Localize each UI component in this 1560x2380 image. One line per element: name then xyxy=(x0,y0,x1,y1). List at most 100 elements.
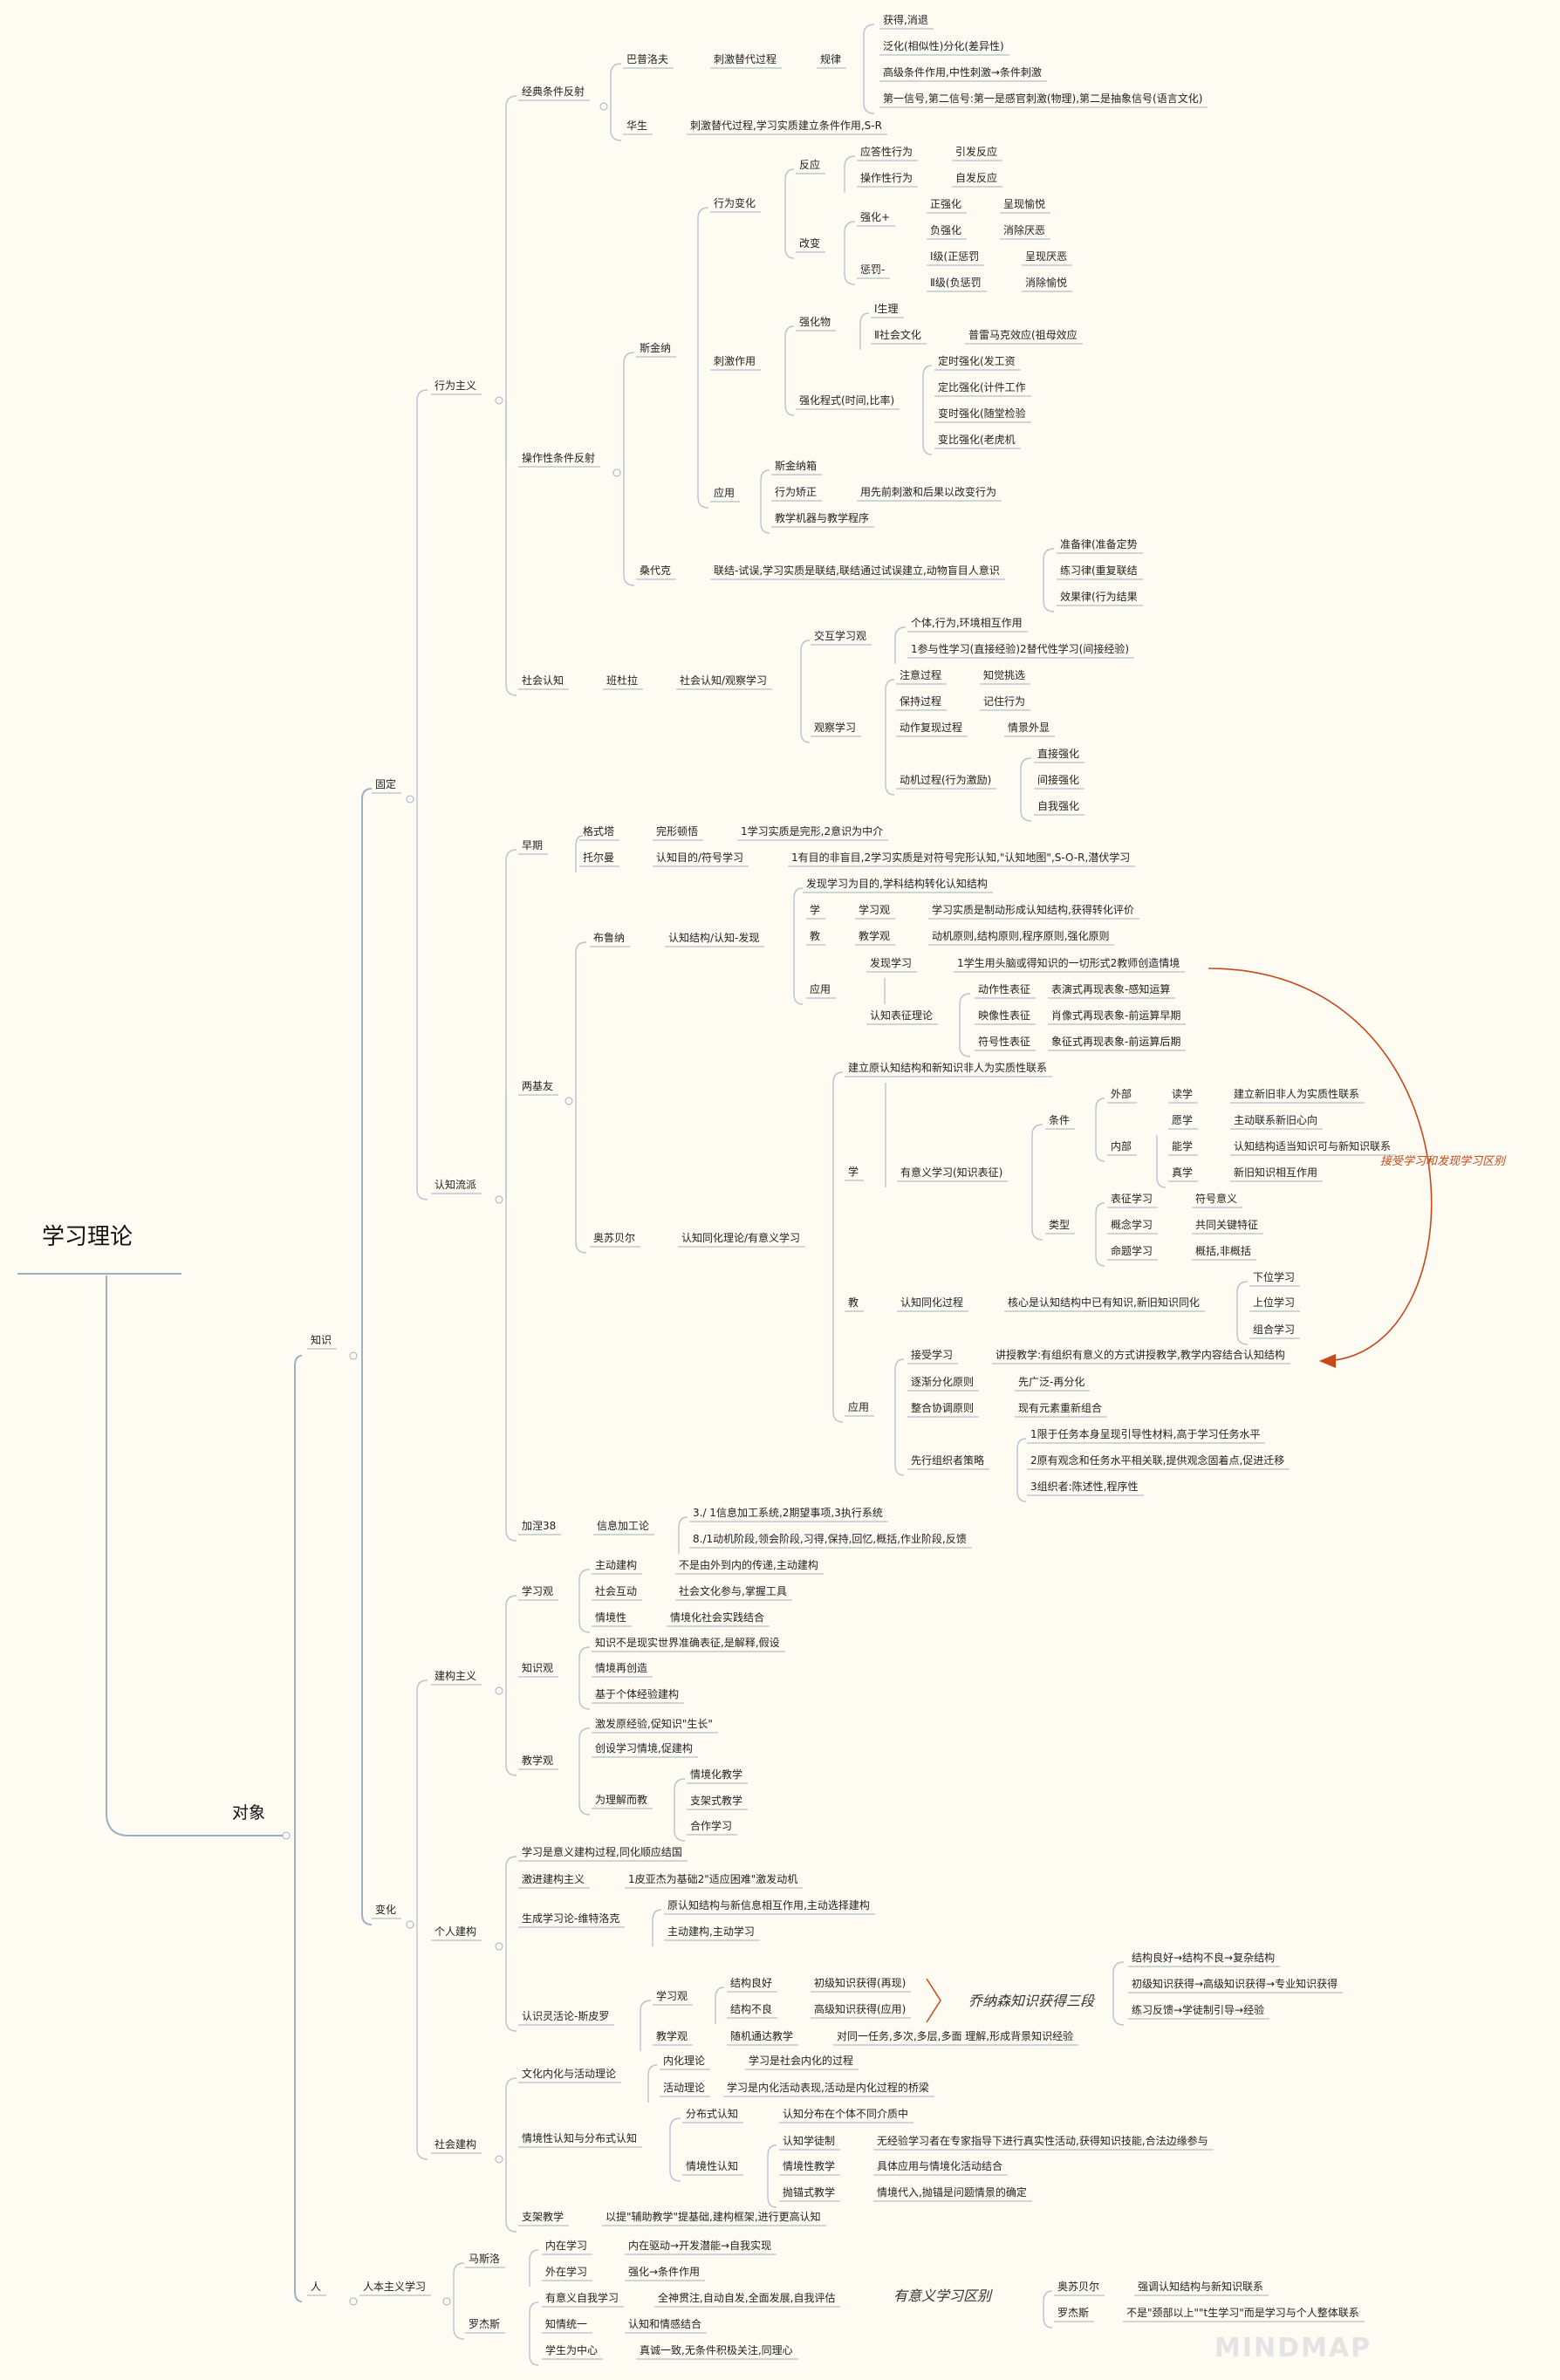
node-jiegoubuliang: 结构不良 xyxy=(730,2003,773,2015)
node-bushiyou: 不是由外到内的传递,主动建构 xyxy=(679,1559,818,1571)
node-ciji1: 刺激替代过程 xyxy=(714,53,777,65)
node-lianxi: 练习律(重复联结 xyxy=(1060,564,1138,577)
node-xianguangfan: 先广泛-再分化 xyxy=(1018,1376,1085,1388)
node-yiti: 以提"辅助教学"提基础,建构框架,进行更高认知 xyxy=(606,2211,821,2223)
node-xingwei: 行为主义 xyxy=(434,380,477,392)
node-jiyugeti: 基于个体经验建构 xyxy=(595,1688,680,1700)
node-huode: 获得,消退 xyxy=(883,14,928,26)
node-gaikuo: 概括,非概括 xyxy=(1195,1245,1251,1257)
node-weilijie: 为理解而教 xyxy=(595,1794,648,1806)
node-yingyong1: 应用 xyxy=(714,487,736,499)
node-shengcheng: 生成学习论-维特洛克 xyxy=(522,1912,620,1925)
node-dingshi: 定时强化(发工资 xyxy=(938,355,1016,367)
node-fanhua: 泛化(相似性)分化(差异性) xyxy=(883,40,1004,52)
node-jiaoxuejiqi: 教学机器与教学程序 xyxy=(775,512,870,524)
node-renzhixuetu: 认知学徒制 xyxy=(783,2135,836,2147)
node-underlines xyxy=(307,28,1396,2360)
node-zhijiashi: 支架式教学 xyxy=(690,1795,743,1807)
node-duitongyi: 对同一任务,多次,多层,多面 理解,形成背景知识经验 xyxy=(837,2030,1074,2042)
node-gesitaxue: 1学习实质是完形,2意识为中介 xyxy=(741,825,884,838)
node-zhenxue: 真学 xyxy=(1172,1166,1194,1179)
node-jianlixin: 建立新旧非人为实质性联系 xyxy=(1234,1088,1360,1100)
three-stages-bracket xyxy=(926,1978,941,2023)
node-tuoerman: 托尔曼 xyxy=(583,851,615,864)
node-waibu: 外部 xyxy=(1111,1088,1132,1100)
node-zhengqianghua: 正强化 xyxy=(930,198,962,210)
node-huodong: 活动理论 xyxy=(663,2082,706,2094)
node-aosubeier2: 奥苏贝尔 xyxy=(1057,2281,1100,2293)
root-title: 学习理论 xyxy=(42,1224,133,1250)
node-xue1: 学 xyxy=(810,904,821,916)
node-xuexiguan2: 学习观 xyxy=(656,1990,688,2002)
node-bulunna: 布鲁纳 xyxy=(593,932,626,944)
node-renzhibiaozheng: 认知表征理论 xyxy=(870,1009,934,1022)
node-shehuirenzhi: 社会认知 xyxy=(522,674,564,687)
node-guilv: 规律 xyxy=(820,53,842,65)
node-sangdaike: 桑代克 xyxy=(640,564,672,577)
main-branches xyxy=(17,788,373,2302)
node-chengxian: 呈现愉悦 xyxy=(1003,198,1046,210)
node-yingyong3: 应用 xyxy=(848,1401,870,1413)
node-jiaoxueguanb: 教学观 xyxy=(859,930,891,942)
node-dingbi: 定比强化(计件工作 xyxy=(938,381,1026,393)
node-zhijia: 支架教学 xyxy=(522,2211,564,2223)
node-gongtong: 共同关键特征 xyxy=(1195,1219,1259,1231)
node-sanzuzhi: 3组织者:陈述性,程序性 xyxy=(1030,1481,1139,1493)
node-tiaojian: 条件 xyxy=(1049,1114,1071,1126)
node-aosubeier: 奥苏贝尔 xyxy=(593,1232,636,1244)
node-zhishiguan: 知识观 xyxy=(522,1662,554,1674)
object-topic: 对象 xyxy=(232,1803,266,1823)
node-xuexishizhi: 学习实质是制动形成认知结构,获得转化评价 xyxy=(932,904,1134,916)
node-gaojizhishi: 高级知识获得(应用) xyxy=(814,2003,907,2015)
node-shehuiwenhua: 社会文化参与,掌握工具 xyxy=(679,1585,787,1597)
node-xinjiuxiang: 新旧知识相互作用 xyxy=(1234,1166,1318,1179)
node-zhudongjiangou2: 主动建构,主动学习 xyxy=(667,1925,755,1938)
node-xiangzhengshi: 象征式再现表象-前运算后期 xyxy=(1051,1036,1181,1048)
node-zhenghe: 整合协调原则 xyxy=(911,1402,975,1414)
node-yongxianqian: 用先前刺激和后果以改变行为 xyxy=(860,486,997,498)
node-qingjingjx: 情境性教学 xyxy=(783,2160,836,2172)
node-xinxijiagong: 信息加工论 xyxy=(597,1520,650,1532)
node-jiagai38: 加涅38 xyxy=(522,1520,557,1532)
node-jianli: 建立原认知结构和新知识非人为实质性联系 xyxy=(848,1062,1048,1074)
node-neizai: 内在学习 xyxy=(545,2240,588,2252)
node-renzhi: 认知流派 xyxy=(434,1179,477,1191)
node-jiao2: 教 xyxy=(848,1296,859,1309)
node-chengxianyan: 呈现厌恶 xyxy=(1025,250,1068,263)
node-qianghuazuoyong: 强化→条件作用 xyxy=(628,2266,701,2278)
node-shengli: Ⅰ生理 xyxy=(874,303,899,315)
node-jiaohu: 交互学习观 xyxy=(814,630,867,642)
node-renzhijiegoushi: 认知结构适当知识可与新知识联系 xyxy=(1234,1140,1392,1152)
node-luojiesi2: 罗杰斯 xyxy=(1057,2307,1090,2319)
node-jiyizhi: 记住行为 xyxy=(983,695,1026,708)
node-bianshi: 变时强化(随堂检验 xyxy=(938,407,1026,420)
sub-branches xyxy=(416,24,1249,2366)
node-lianjie: 联结-试误,学习实质是联结,联结通过试误建立,动物盲目人意识 xyxy=(714,564,1000,577)
node-qingjingdairu: 情境代入,抛锚是问题情景的确定 xyxy=(877,2186,1027,2199)
node-renzhilinghuo: 认识灵活论-斯皮罗 xyxy=(522,2010,610,2022)
node-qingjinghuajx: 情境化教学 xyxy=(690,1768,743,1781)
node-baochi: 保持过程 xyxy=(900,695,942,708)
node-qianghuachengshi: 强化程式(时间,比率) xyxy=(799,394,895,407)
node-lianxifankui: 练习反馈→学徒制引导→经验 xyxy=(1132,2004,1265,2016)
node-biaoyanshi: 表演式再现表象-感知运算 xyxy=(1051,983,1171,995)
node-canyu: 1参与性学习(直接经验)2替代性学习(间接经验) xyxy=(911,643,1129,655)
node-quanshen: 全神贯注,自动自发,全面发展,自我评估 xyxy=(658,2292,836,2304)
node-xingweijiuzheng: 行为矫正 xyxy=(775,486,818,498)
node-shangweixuexi: 上位学习 xyxy=(1253,1296,1296,1309)
node-youmudi: 1有目的非盲目,2学习实质是对符号完形认知,"认知地图",S-O-R,潜伏学习 xyxy=(791,851,1131,864)
node-chujizhishihuo: 初级知识获得→高级知识获得→专业知识获得 xyxy=(1132,1978,1338,1990)
watermark: MINDMAP xyxy=(1214,2333,1372,2363)
node-zifa: 自发反应 xyxy=(955,172,998,184)
node-neihua: 内化理论 xyxy=(663,2055,706,2067)
node-qingjinghua: 情境化社会实践结合 xyxy=(670,1611,765,1624)
node-Ijichengfa: Ⅰ级(正惩罚 xyxy=(930,250,980,263)
node-yuanrenzhi: 原认知结构与新信息相互作用,主动选择建构 xyxy=(667,1899,870,1912)
node-dongzuo: 动作复现过程 xyxy=(900,722,963,734)
node-xuexiguanb: 学习观 xyxy=(859,904,891,916)
node-renzhitonghuagc: 认知同化过程 xyxy=(900,1296,964,1309)
node-xuexiguan1: 学习观 xyxy=(522,1585,554,1597)
node-gainian: 概念学习 xyxy=(1111,1219,1153,1231)
